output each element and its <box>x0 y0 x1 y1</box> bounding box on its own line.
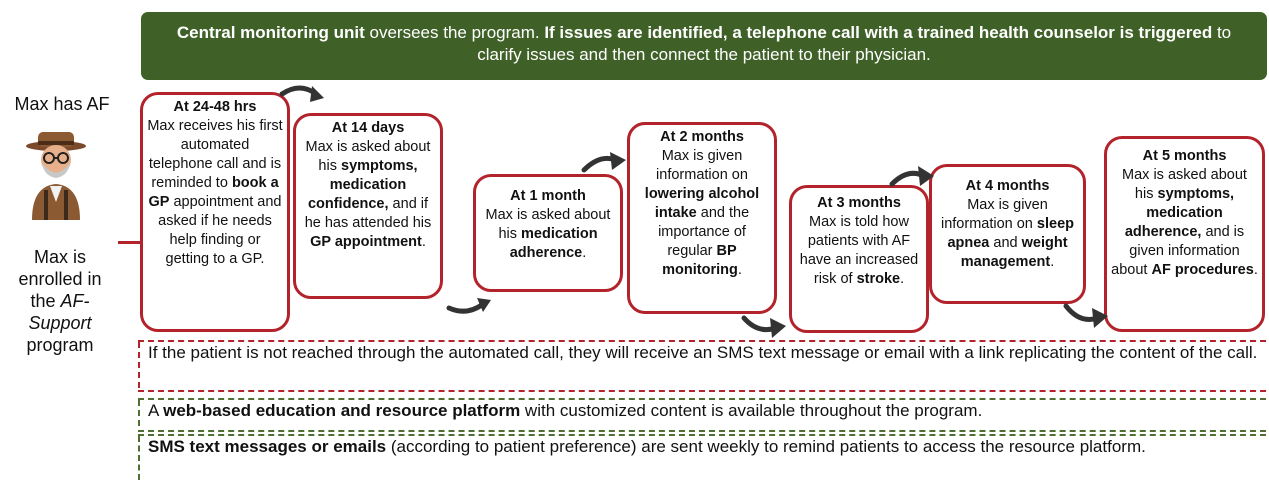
note-border-left <box>138 400 140 426</box>
divider-green <box>138 430 1266 432</box>
stage-text: . <box>1050 254 1055 270</box>
stage-bold: medication adherence <box>509 226 598 261</box>
web-bold: web-based education and resource platfor… <box>163 401 521 420</box>
stage-14-days: At 14 days Max is asked about his sympto… <box>293 113 443 299</box>
web-pre: A <box>148 401 164 420</box>
stage-text: and the importance of regular <box>658 205 750 259</box>
stage-text: and if he has attended his <box>304 196 432 231</box>
curved-arrow-icon <box>279 85 324 102</box>
enrollment-text: Max is enrolled in the AF- Support progr… <box>2 246 118 356</box>
stage-bold: symptoms, medication confidence, <box>307 158 418 212</box>
sms-post: (according to patient preference) are se… <box>386 437 1146 456</box>
web-platform-note: A web-based education and resource platf… <box>138 398 1266 422</box>
stage-bold: sleep apnea <box>947 216 1074 251</box>
stage-header: At 4 months <box>965 178 1050 194</box>
stage-text: Max is told how patients with AF have an… <box>799 214 919 287</box>
stage-bold: BP monitoring <box>662 243 738 278</box>
stage-text: Max receives his first automated telepho… <box>147 118 283 191</box>
note-border-left <box>138 342 140 388</box>
stage-header: At 24-48 hrs <box>173 99 257 115</box>
curved-arrow-icon <box>446 298 491 314</box>
stage-text: Max is asked about his <box>305 139 431 174</box>
connector-line <box>118 241 140 244</box>
stage-text: . <box>1253 262 1258 278</box>
banner-text-2: to clarify issues and then connect the p… <box>477 23 1232 64</box>
stage-3-months: At 3 months Max is told how patients wit… <box>789 185 929 333</box>
stage-text: . <box>900 271 905 287</box>
sms-bold: SMS text messages or emails <box>148 437 387 456</box>
enrollment-line-5: program <box>26 335 94 355</box>
enrollment-line-2: enrolled in <box>18 269 102 289</box>
note-border-left <box>138 436 140 480</box>
enrollment-line-3: the AF- <box>2 290 118 312</box>
stage-text: and is given information about <box>1111 224 1245 278</box>
stage-text: Max is asked about his <box>1122 167 1247 202</box>
web-post: with customized content is available thr… <box>520 401 983 420</box>
stage-2-months: At 2 months Max is given information on … <box>627 122 777 314</box>
stage-text: and <box>989 235 1022 251</box>
banner-bold-1: Central monitoring unit <box>176 23 365 42</box>
stage-header: At 1 month <box>510 188 586 204</box>
stage-header: At 2 months <box>660 129 744 145</box>
divider-red <box>138 390 1266 392</box>
stage-bold: symptoms, medication adherence, <box>1124 186 1235 240</box>
sms-reminder-note: SMS text messages or emails (according t… <box>138 434 1266 458</box>
program-name-part: AF- <box>60 291 90 311</box>
stage-header: At 14 days <box>331 120 405 136</box>
enrollment-line-1: Max is <box>33 247 86 267</box>
stage-header: At 5 months <box>1142 148 1227 164</box>
curved-arrow-icon <box>1063 303 1108 328</box>
stage-1-month: At 1 month Max is asked about his medica… <box>473 174 623 292</box>
stage-24-48-hrs: At 24-48 hrs Max receives his first auto… <box>140 92 290 332</box>
program-name-part-2: Support <box>28 313 92 333</box>
stage-text: Max is asked about his <box>485 207 611 242</box>
elderly-man-avatar-icon <box>24 130 88 220</box>
curved-arrow-icon <box>889 166 934 187</box>
stage-text: . <box>737 262 742 278</box>
stage-5-months: At 5 months Max is asked about his sympt… <box>1104 136 1265 332</box>
stage-text: Max is given information on <box>656 148 748 183</box>
curved-arrow-icon <box>581 152 626 173</box>
stage-text: Max is given information on <box>940 197 1048 232</box>
banner-bold-2: If issues are identified, a telephone ca… <box>544 23 1213 42</box>
central-monitoring-banner: Central monitoring unit oversees the pro… <box>141 12 1267 80</box>
enrollment-line-4: Support <box>2 312 118 334</box>
stage-bold: stroke <box>856 271 901 287</box>
stage-text: appointment and asked if he needs help f… <box>158 194 282 267</box>
stage-bold: weight management <box>960 235 1068 270</box>
stage-bold: GP appointment <box>310 234 422 250</box>
sms-fallback-note: If the patient is not reached through th… <box>138 340 1266 364</box>
stage-text: . <box>582 245 587 261</box>
stage-bold: lowering alcohol intake <box>644 186 760 221</box>
stage-4-months: At 4 months Max is given information on … <box>929 164 1086 304</box>
patient-title: Max has AF <box>14 94 110 114</box>
stage-bold: book a GP <box>148 175 279 210</box>
banner-text-1: oversees the program. <box>364 23 545 42</box>
curved-arrow-icon <box>741 315 786 338</box>
stage-text: . <box>421 234 426 250</box>
enrollment-line-3-text: the <box>30 291 61 311</box>
stage-header: At 3 months <box>817 195 901 211</box>
stage-bold: AF procedures <box>1151 262 1254 278</box>
